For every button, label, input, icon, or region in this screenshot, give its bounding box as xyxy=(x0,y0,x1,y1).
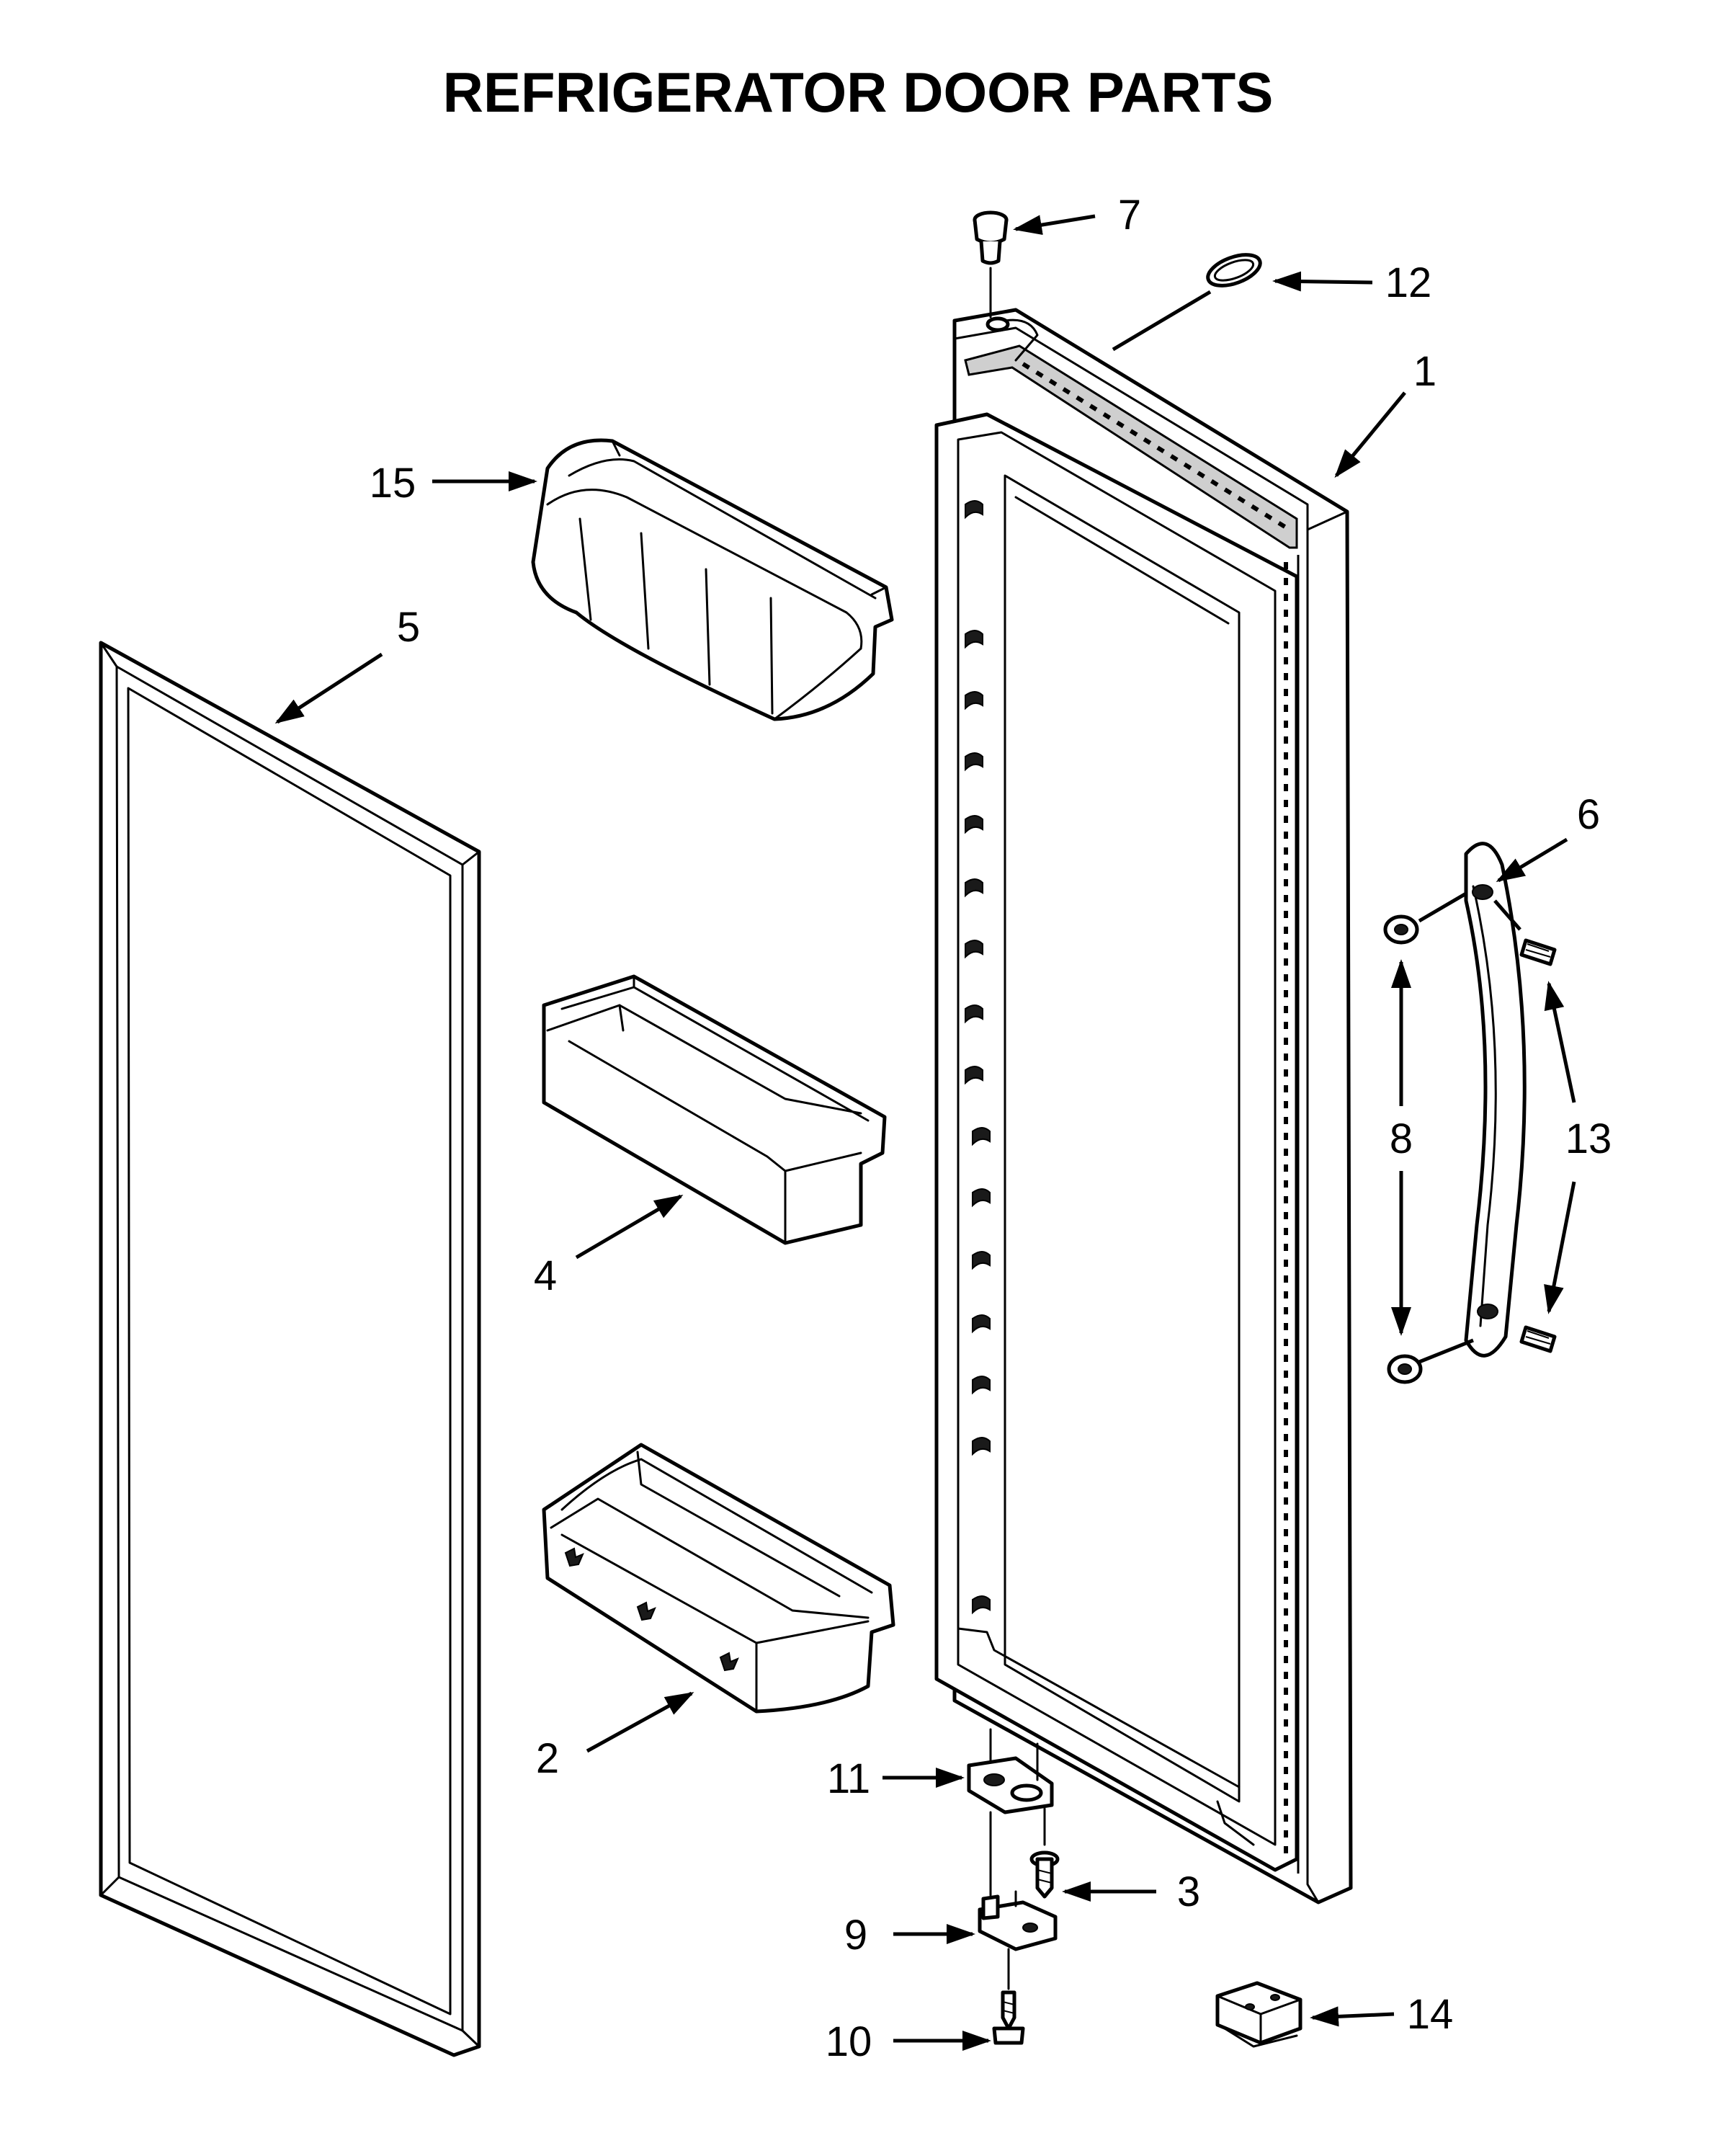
callout-8: 8 xyxy=(1390,1115,1413,1162)
shelf-clips xyxy=(965,500,991,1615)
callout-12: 12 xyxy=(1385,259,1432,306)
page-title: REFRIGERATOR DOOR PARTS xyxy=(443,61,1274,124)
callout-14: 14 xyxy=(1407,1991,1454,2038)
leader-lines xyxy=(274,214,1576,2051)
door-bin-small xyxy=(542,974,887,1245)
hinge-screw xyxy=(1029,1807,1060,1899)
o-ring-washer xyxy=(1206,253,1262,288)
hinge-screw-lower xyxy=(992,1948,1025,2045)
callout-3: 3 xyxy=(1177,1868,1200,1915)
bottom-hinge xyxy=(978,1811,1058,1951)
refrigerator-door xyxy=(934,308,1353,1905)
callout-2: 2 xyxy=(536,1735,559,1782)
callout-11: 11 xyxy=(827,1755,870,1802)
callout-10: 10 xyxy=(826,2018,872,2065)
door-gasket xyxy=(99,641,481,2057)
hinge-shim xyxy=(967,1728,1054,1814)
door-handle xyxy=(1464,842,1527,1358)
callout-1: 1 xyxy=(1413,348,1436,395)
hinge-bushing xyxy=(973,210,1009,318)
handle-spacer-top xyxy=(1383,914,1419,945)
callout-13: 13 xyxy=(1565,1115,1612,1162)
hinge-cover xyxy=(1215,1981,1302,2048)
callout-6: 6 xyxy=(1577,791,1600,838)
callout-15: 15 xyxy=(370,460,416,507)
handle-spacer-bottom xyxy=(1387,1354,1423,1384)
callout-9: 9 xyxy=(844,1912,867,1959)
callout-7: 7 xyxy=(1118,192,1141,239)
dairy-bin xyxy=(531,438,894,721)
door-bin-large xyxy=(542,1443,895,1714)
callout-4: 4 xyxy=(534,1252,557,1299)
handle-screw-top xyxy=(1519,938,1557,966)
callout-labels: 7 12 1 15 5 6 8 13 4 2 11 3 9 10 14 xyxy=(370,192,1612,2065)
handle-screw-bottom xyxy=(1519,1325,1557,1353)
callout-5: 5 xyxy=(397,604,420,651)
